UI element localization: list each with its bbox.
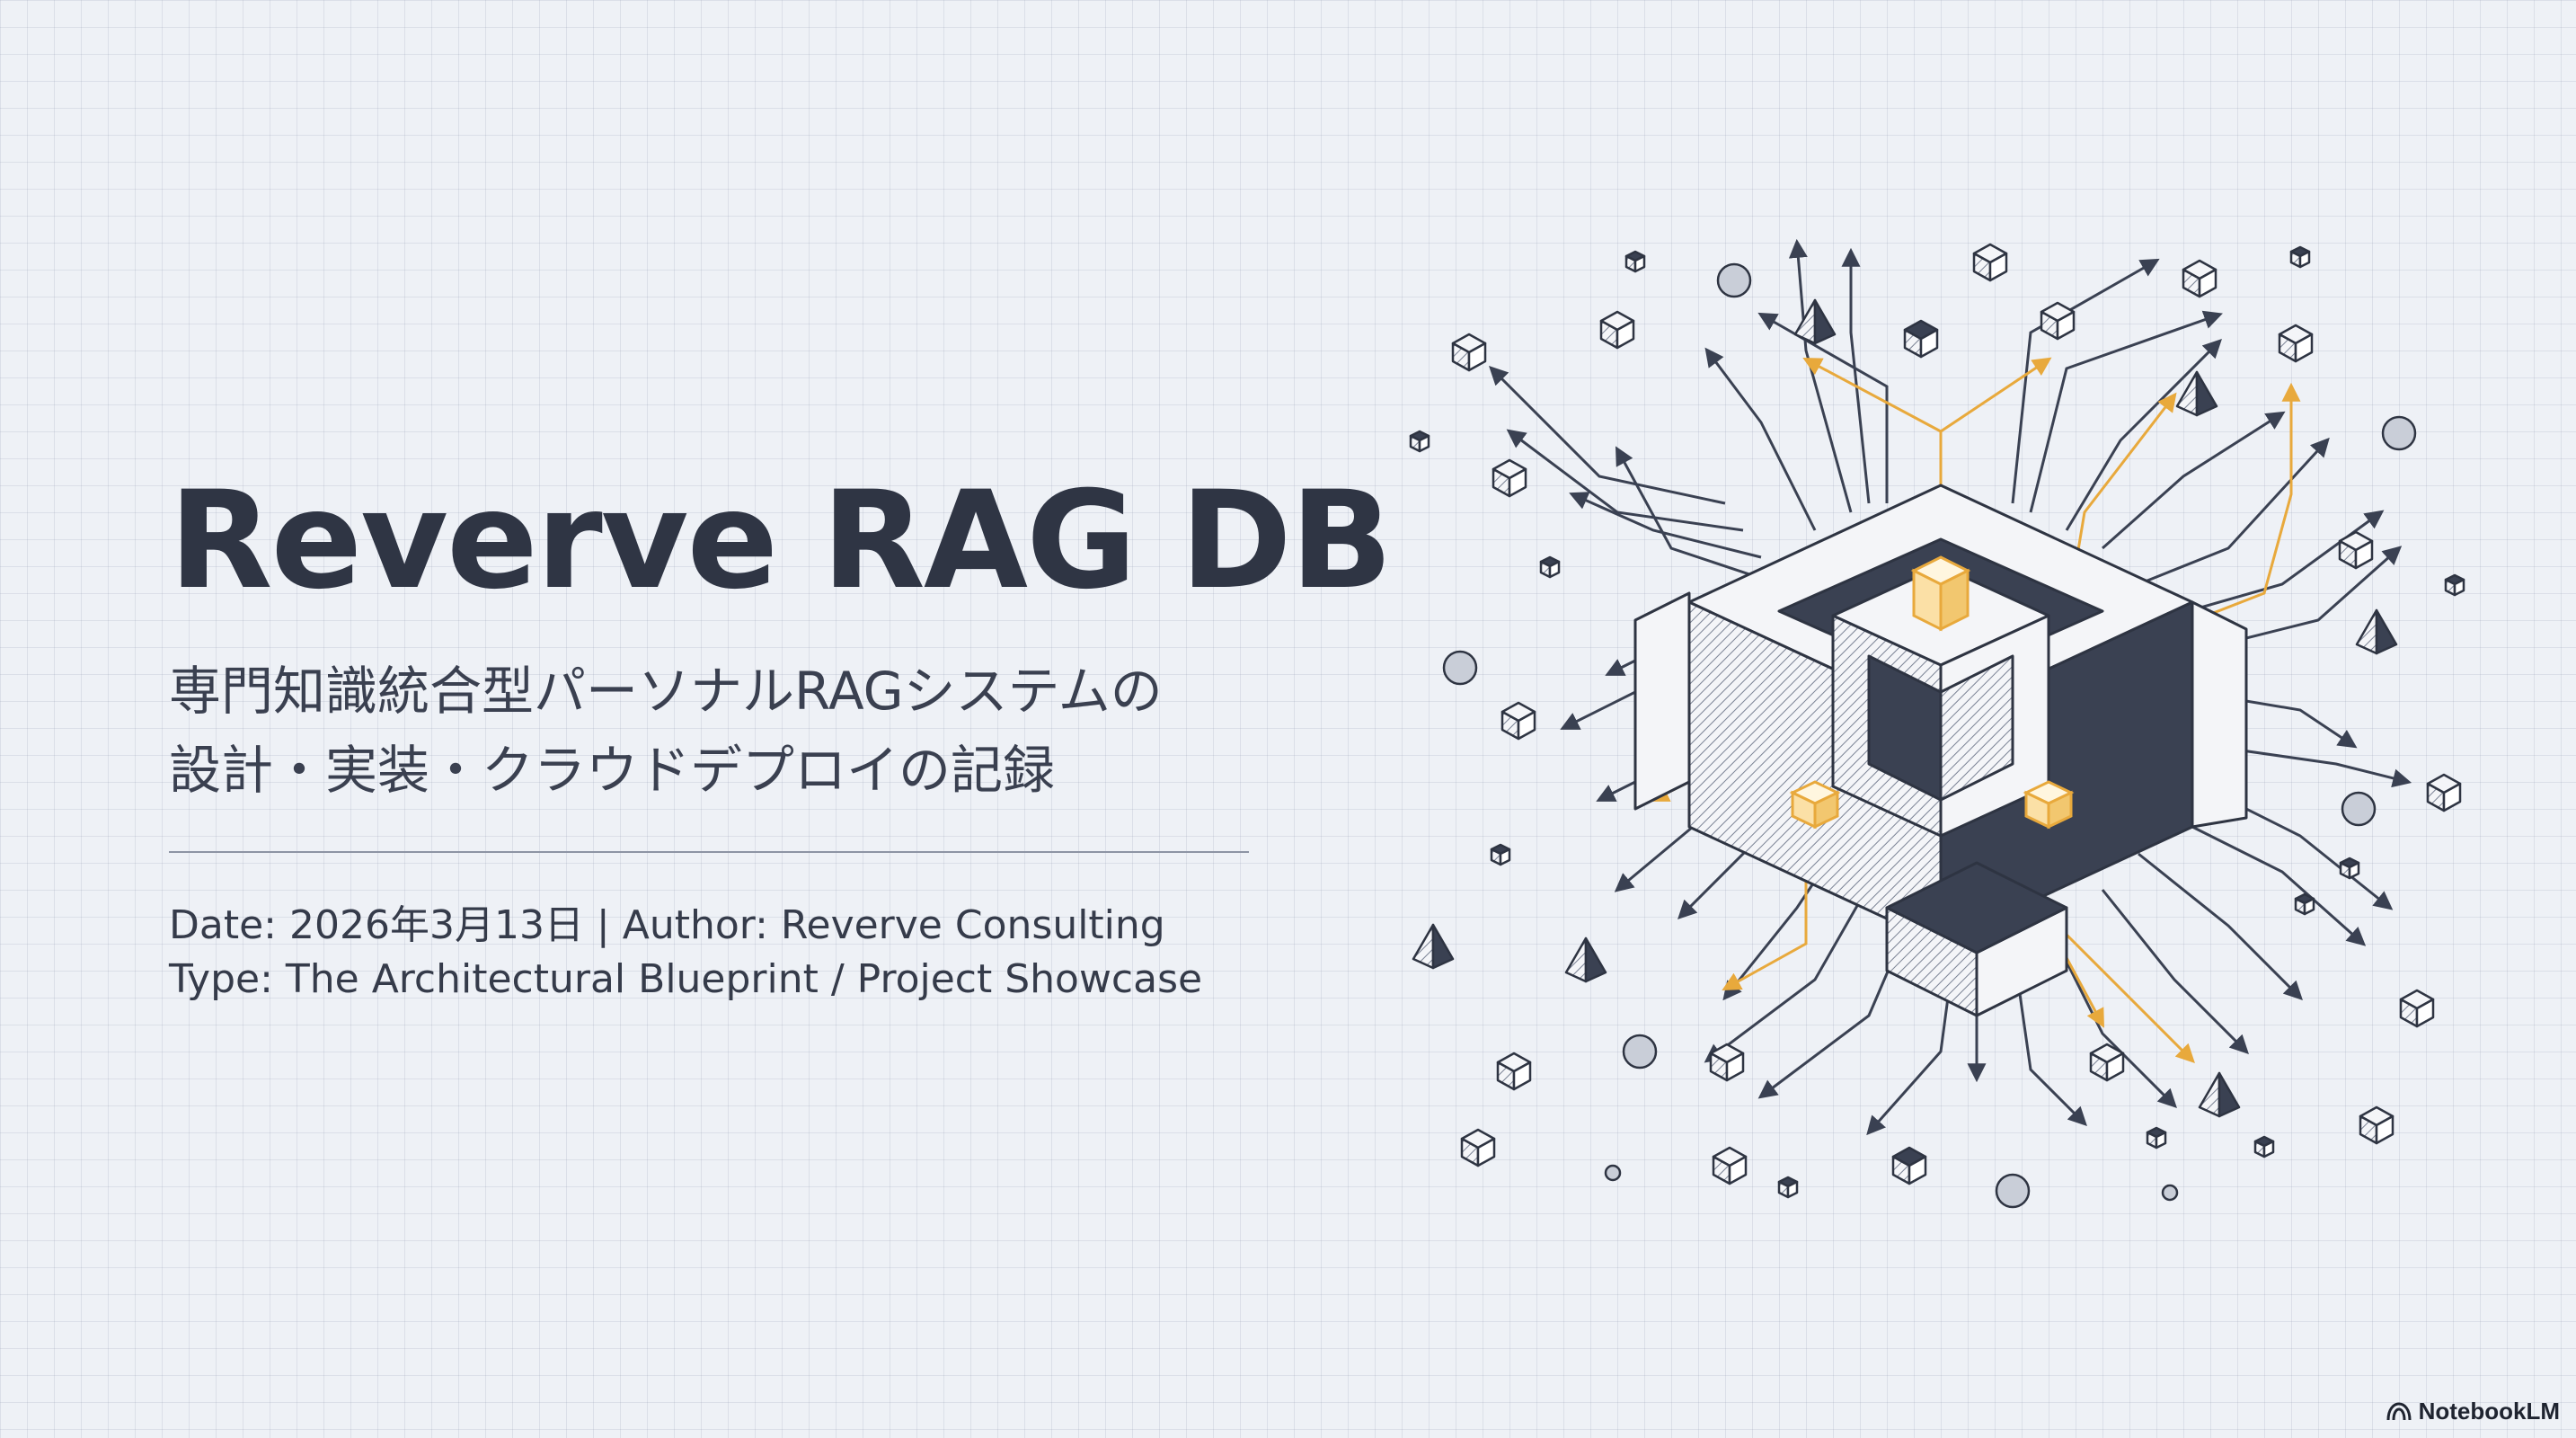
title-block: Reverve RAG DB 専門知識統合型パーソナルRAGシステムの 設計・実… (169, 463, 1393, 810)
scattered-spheres (1442, 262, 2417, 1209)
highlight-nodes (1789, 555, 2075, 830)
slide-title: Reverve RAG DB (169, 463, 1393, 619)
divider (169, 851, 1249, 853)
scattered-pyramids (1412, 298, 2398, 1118)
scattered-cubes (1409, 243, 2465, 1199)
meta-type: Type: The Architectural Blueprint / Proj… (169, 956, 1203, 1002)
meta-date-author: Date: 2026年3月13日 | Author: Reverve Consu… (169, 902, 1165, 948)
subtitle-line-1: 専門知識統合型パーソナルRAGシステムの (169, 661, 1163, 722)
subtitle-line-2: 設計・実装・クラウドデプロイの記録 (169, 740, 1056, 801)
slide-subtitle: 専門知識統合型パーソナルRAGシステムの 設計・実装・クラウドデプロイの記録 (169, 652, 1265, 810)
notebooklm-brand: NotebookLM (2386, 1398, 2560, 1425)
notebooklm-logo-icon (2386, 1401, 2412, 1420)
isometric-cube-network-icon (1409, 238, 2465, 1209)
brand-label: NotebookLM (2418, 1398, 2560, 1425)
meta-info: Date: 2026年3月13日 | Author: Reverve Consu… (169, 899, 1202, 1007)
